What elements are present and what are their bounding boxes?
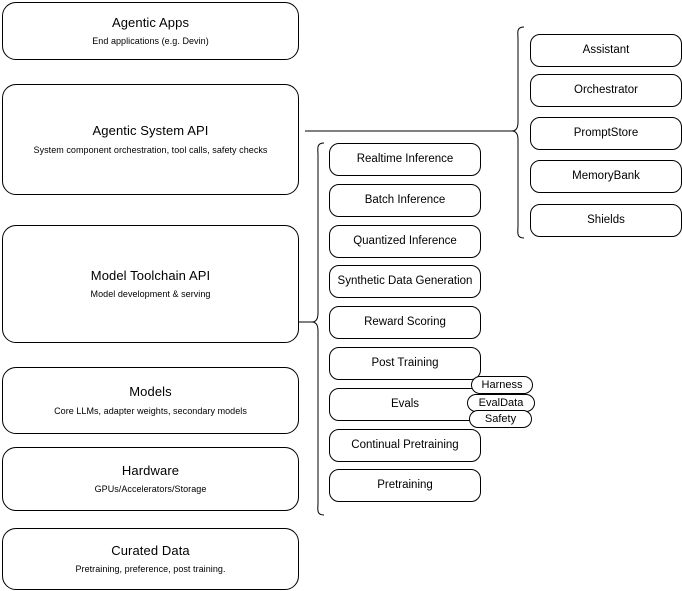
component-promptstore[interactable]: PromptStore bbox=[530, 117, 682, 150]
capability-label: Evals bbox=[390, 398, 420, 411]
capability-label: Post Training bbox=[371, 357, 439, 370]
capability-continual-pretraining[interactable]: Continual Pretraining bbox=[329, 429, 481, 462]
component-shields[interactable]: Shields bbox=[530, 204, 682, 237]
component-label: PromptStore bbox=[573, 127, 639, 140]
layer-card-model-toolchain-api[interactable]: Model Toolchain API Model development & … bbox=[2, 225, 299, 343]
capability-label: Batch Inference bbox=[364, 194, 446, 207]
layer-card-curated-data[interactable]: Curated Data Pretraining, preference, po… bbox=[2, 528, 299, 590]
layer-subtitle: Model development & serving bbox=[90, 289, 211, 299]
component-orchestrator[interactable]: Orchestrator bbox=[530, 74, 682, 107]
capability-label: Synthetic Data Generation bbox=[337, 275, 473, 288]
layer-title: Curated Data bbox=[111, 542, 190, 558]
capability-label: Continual Pretraining bbox=[351, 439, 459, 452]
layer-card-hardware[interactable]: Hardware GPUs/Accelerators/Storage bbox=[2, 447, 299, 511]
capability-pretraining[interactable]: Pretraining bbox=[329, 469, 481, 502]
layer-subtitle: End applications (e.g. Devin) bbox=[92, 36, 209, 46]
brace-system-components bbox=[511, 26, 525, 239]
layer-title: Model Toolchain API bbox=[90, 267, 211, 283]
layer-title: Agentic System API bbox=[92, 123, 209, 139]
component-label: MemoryBank bbox=[572, 170, 640, 183]
capability-label: Quantized Inference bbox=[353, 235, 457, 248]
layer-subtitle: System component orchestration, tool cal… bbox=[33, 144, 268, 155]
layer-card-agentic-apps[interactable]: Agentic Apps End applications (e.g. Devi… bbox=[2, 2, 299, 60]
brace-toolchain-capabilities bbox=[311, 142, 325, 516]
capability-batch-inference[interactable]: Batch Inference bbox=[329, 184, 481, 217]
eval-tag-label: Safety bbox=[484, 413, 517, 425]
capability-reward-scoring[interactable]: Reward Scoring bbox=[329, 306, 481, 339]
capability-realtime-inference[interactable]: Realtime Inference bbox=[329, 143, 481, 176]
capability-label: Reward Scoring bbox=[364, 316, 446, 329]
component-assistant[interactable]: Assistant bbox=[530, 34, 682, 67]
eval-tag-label: EvalData bbox=[478, 397, 524, 409]
layer-card-agentic-system-api[interactable]: Agentic System API System component orch… bbox=[2, 84, 299, 195]
component-label: Orchestrator bbox=[574, 84, 638, 97]
capability-synthetic-data-generation[interactable]: Synthetic Data Generation bbox=[329, 265, 481, 298]
eval-tag-harness[interactable]: Harness bbox=[471, 376, 533, 394]
component-label: Shields bbox=[587, 214, 625, 227]
component-memorybank[interactable]: MemoryBank bbox=[530, 160, 682, 193]
capability-label: Pretraining bbox=[377, 479, 433, 492]
capability-post-training[interactable]: Post Training bbox=[329, 347, 481, 380]
capability-label: Realtime Inference bbox=[356, 153, 454, 166]
capability-evals[interactable]: Evals bbox=[329, 388, 481, 421]
layer-title: Agentic Apps bbox=[111, 14, 190, 30]
layer-title: Models bbox=[129, 384, 172, 400]
layer-title: Hardware bbox=[121, 462, 180, 478]
layer-subtitle: GPUs/Accelerators/Storage bbox=[94, 484, 207, 494]
layer-subtitle: Pretraining, preference, post training. bbox=[75, 564, 226, 574]
eval-tag-label: Harness bbox=[481, 379, 523, 391]
layer-subtitle: Core LLMs, adapter weights, secondary mo… bbox=[54, 405, 247, 416]
layer-card-models[interactable]: Models Core LLMs, adapter weights, secon… bbox=[2, 367, 299, 434]
component-label: Assistant bbox=[582, 44, 630, 57]
eval-tag-safety[interactable]: Safety bbox=[469, 410, 532, 428]
capability-quantized-inference[interactable]: Quantized Inference bbox=[329, 225, 481, 258]
